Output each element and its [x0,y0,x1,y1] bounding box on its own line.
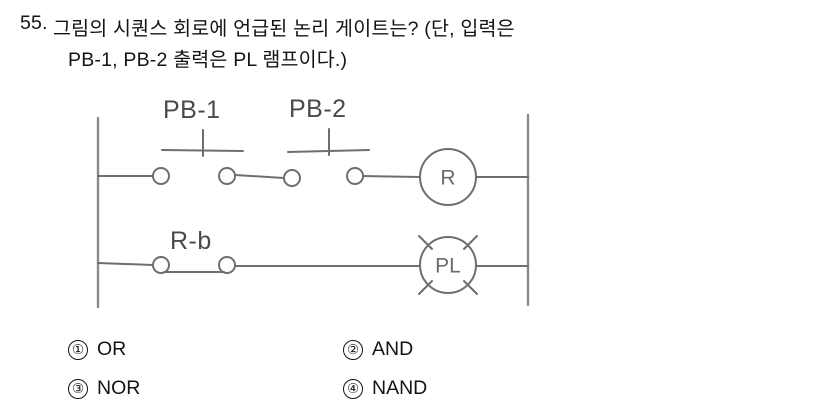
pilot-lamp-ray-lower-left [418,280,433,295]
answer-option-4-label: NAND [372,377,428,399]
answer-option-2[interactable]: ② AND [343,338,413,361]
pilot-lamp-ray-upper-left [418,235,433,250]
answer-option-1-label: OR [97,338,127,360]
answer-option-3[interactable]: ③ NOR [68,377,140,400]
contact-pb2-terminal-left [283,169,301,187]
relay-coil-r-label: R [440,167,455,190]
question-number: 55. [20,12,48,34]
contact-rb [152,256,236,274]
rung2-wire-rail-to-rb [97,262,154,266]
answer-option-3-marker: ③ [68,378,88,399]
pilot-lamp-ray-lower-right [463,280,478,295]
pilot-lamp-ray-upper-right [463,235,478,250]
answer-option-1-marker: ① [68,339,88,360]
contact-pb1-terminal-left [152,167,170,185]
answer-options-list: ① OR ② AND ③ NOR ④ NAND [0,330,826,407]
pilot-lamp-pl: PL [418,235,478,295]
rung1-wire-pb1-to-pb2 [234,174,285,179]
contact-pb1-terminal-right [218,167,236,185]
contact-pb1 [152,129,244,185]
contact-rb-terminal-right [218,256,236,274]
answer-option-4[interactable]: ④ NAND [343,377,427,400]
label-pb1: PB-1 [163,96,221,124]
pilot-lamp-pl-label: PL [435,255,461,278]
answer-option-2-marker: ② [343,339,363,360]
circuit-svg: R PB-1 PB-2 PL [96,95,530,309]
answer-option-2-label: AND [372,338,414,360]
relay-coil-r: R [419,148,477,206]
answer-option-3-label: NOR [97,377,141,399]
rung1-wire-pb2-to-coil [362,175,421,178]
contact-pb2 [283,128,370,187]
question-text-line-2: PB-1, PB-2 출력은 PL 램프이다.) [68,49,348,71]
question-text-line-1: 그림의 시퀀스 회로에 언급된 논리 게이트는? (단, 입력은 [53,18,515,40]
answer-option-4-marker: ④ [343,378,363,399]
label-rb: R-b [170,227,212,255]
sequence-circuit-diagram: R PB-1 PB-2 PL [96,95,530,309]
contact-rb-terminal-left [152,256,170,274]
answer-option-1[interactable]: ① OR [68,338,126,361]
contact-pb2-terminal-right [346,167,364,185]
label-pb2: PB-2 [289,95,347,123]
